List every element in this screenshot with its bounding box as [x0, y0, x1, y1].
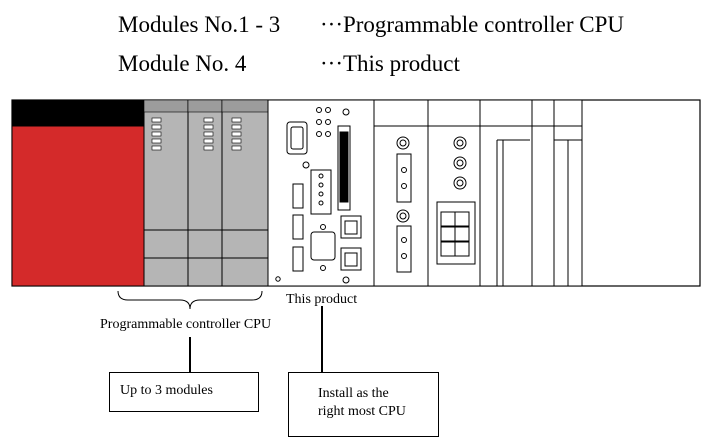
this-product-module	[267, 99, 375, 287]
cpu-module-3	[221, 99, 269, 287]
cpu-module-1	[143, 99, 189, 287]
cpu-module-2	[187, 99, 223, 287]
this-product-caption: This product	[286, 292, 358, 307]
io-module-1	[373, 99, 429, 287]
cpu-led-indicators	[151, 117, 242, 151]
install-note-line-2: right most CPU	[318, 404, 406, 419]
install-note-box: Install as the right most CPU	[288, 372, 439, 437]
io-module-3	[479, 99, 533, 287]
up-to-3-modules-text: Up to 3 modules	[120, 383, 213, 398]
io-module-4	[531, 99, 555, 287]
cpu-group-brace	[117, 290, 263, 310]
legend-desc-2: ···This product	[320, 51, 460, 76]
legend-desc-1: ···Programmable controller CPU	[320, 12, 625, 37]
legend-label-2: Module No. 4	[118, 51, 247, 76]
up-to-3-modules-box: Up to 3 modules	[109, 372, 259, 412]
install-note-line-1: Install as the	[318, 386, 389, 401]
io-module-2	[427, 99, 481, 287]
plc-cpu-caption: Programmable controller CPU	[100, 317, 272, 332]
legend-label-1: Modules No.1 - 3	[118, 12, 281, 37]
io-module-5	[553, 99, 583, 287]
power-supply-module	[11, 100, 145, 287]
